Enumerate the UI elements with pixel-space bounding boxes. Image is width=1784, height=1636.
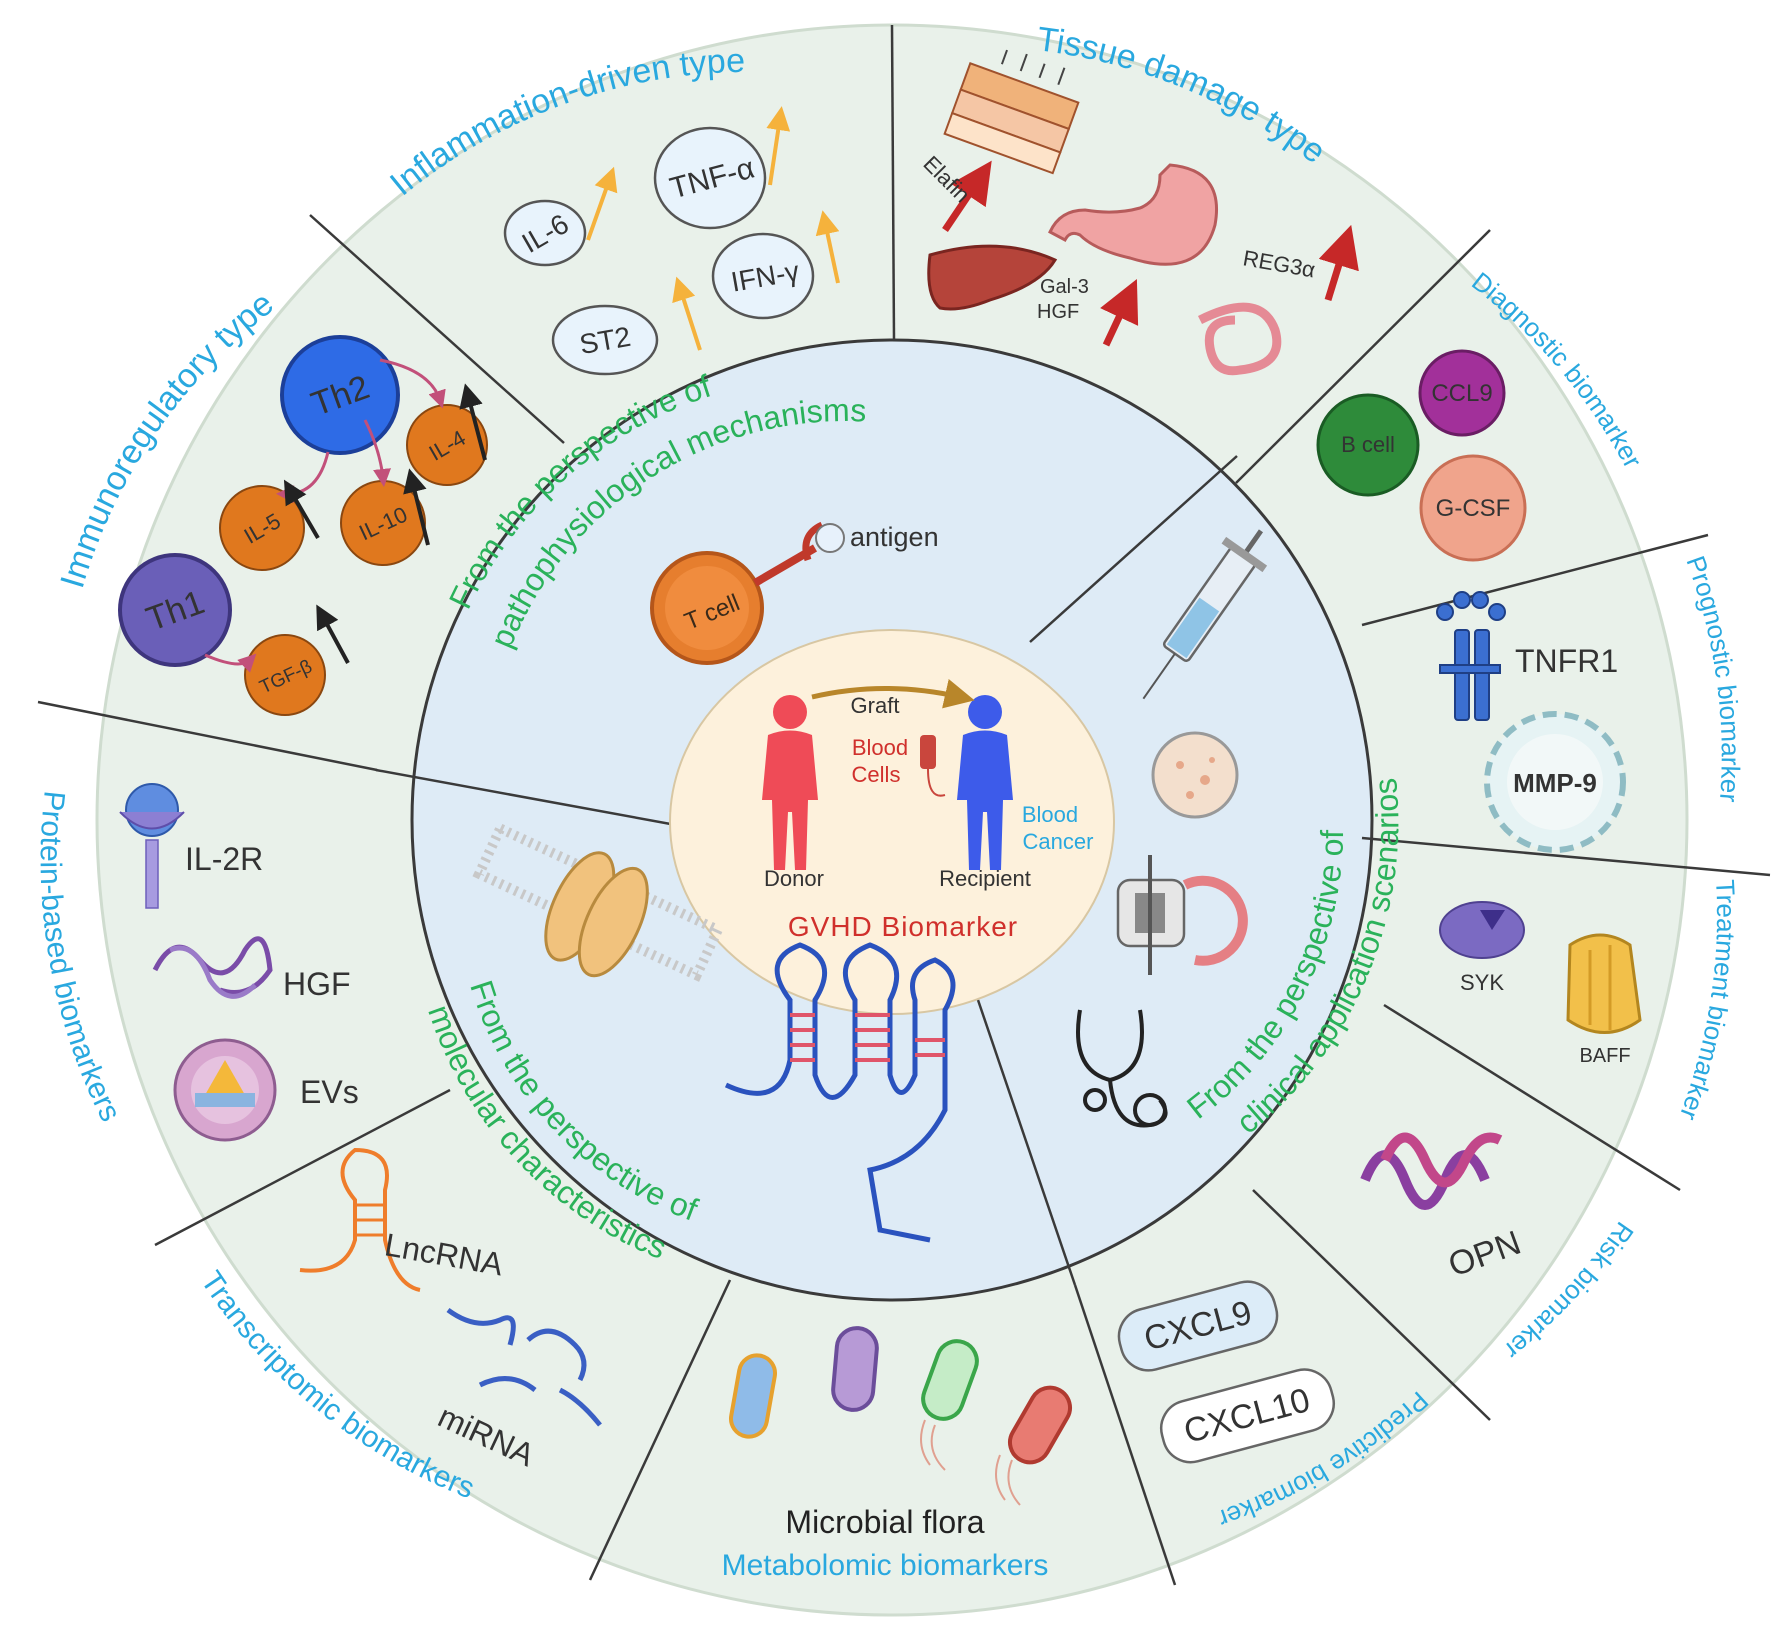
hgf-tissue-label: HGF: [1037, 301, 1079, 323]
mmp9-label: MMP-9: [1513, 768, 1597, 798]
il2r-receptor-icon: [119, 783, 185, 909]
ccl9-label: CCL9: [1431, 380, 1492, 407]
lncrna-icon: [299, 1147, 421, 1292]
b-cell-label: B cell: [1341, 432, 1395, 457]
bacteria-icons: [729, 1326, 1072, 1506]
liver-arrow: [1100, 278, 1139, 347]
prognostic-segment-title: Prognostic biomarker: [1680, 552, 1745, 804]
st2-bubble: [551, 304, 659, 376]
treatment-segment-title: Treatment biomarker: [1674, 879, 1741, 1125]
syringe-icon: [1142, 529, 1268, 700]
recipient-label: Recipient: [939, 866, 1031, 891]
hgf-protein-label: HGF: [283, 966, 351, 1002]
donor-label: Donor: [764, 866, 824, 891]
gal3-label: Gal-3: [1040, 276, 1089, 298]
inner-dividers: [375, 455, 1238, 1286]
blood-cells-label-2: Cells: [852, 762, 901, 787]
elafin-arrow: [942, 160, 992, 232]
rna-hairpin-icon: [724, 942, 956, 1243]
inflammation-markers: [503, 106, 840, 376]
core-title: GVHD Biomarker: [788, 911, 1018, 942]
graft-label: Graft: [851, 693, 900, 718]
blood-bag-icon: [920, 735, 946, 797]
il4-cell: [406, 404, 488, 486]
evs-icon: [173, 1038, 277, 1142]
b-cell-icon: [1316, 393, 1420, 497]
membrane-channel-icon: [472, 821, 725, 982]
syk-icon: [1439, 901, 1525, 959]
blood-cells-label-1: Blood: [852, 735, 908, 760]
blood-cancer-label-2: Cancer: [1023, 829, 1094, 854]
ccl9-icon: [1418, 349, 1506, 437]
skin-icon: [943, 49, 1080, 175]
outer-dividers: [37, 24, 1771, 1586]
intestine-icon: [1197, 302, 1282, 376]
mirna-icon: [446, 1307, 602, 1427]
ifn-bubble: [711, 232, 815, 320]
mmp9-icon: [1484, 711, 1626, 853]
liver-icon: [927, 244, 1058, 311]
hgf-protein-icon: [152, 936, 273, 999]
device-clamp-icon: [1116, 855, 1248, 975]
petri-dish-icon: [1151, 731, 1239, 819]
opn-protein-icon: [1360, 1132, 1503, 1210]
stomach-icon: [1048, 163, 1218, 266]
il5-cell: [219, 485, 305, 571]
tnfr1-receptor-icon: [1436, 591, 1506, 721]
il6-bubble: [503, 199, 587, 267]
immune-cells: [118, 335, 488, 716]
baff-icon: [1566, 933, 1642, 1034]
antigen-label: antigen: [850, 522, 939, 552]
baff-label: BAFF: [1579, 1045, 1630, 1067]
gcsf-icon: [1419, 454, 1527, 562]
microbial-flora-label: Microbial flora: [785, 1504, 984, 1540]
cxcl9-box: [1117, 1280, 1279, 1372]
gcsf-label: G-CSF: [1436, 495, 1511, 522]
th1-cell: [118, 553, 232, 667]
reg3a-arrow: [1318, 224, 1359, 302]
metabolomic-segment-title: Metabolomic biomarkers: [722, 1549, 1049, 1582]
blood-cancer-label-1: Blood: [1022, 802, 1078, 827]
tnf-bubble: [653, 126, 767, 230]
th2-cell: [280, 335, 400, 455]
graft-arrow: [811, 679, 975, 709]
syk-label: SYK: [1460, 970, 1504, 995]
cxcl10-box: [1159, 1368, 1335, 1464]
stethoscope-icon: [1076, 1009, 1168, 1128]
evs-label: EVs: [300, 1074, 359, 1110]
tnfr1-label: TNFR1: [1515, 643, 1618, 679]
tgfb-cell: [244, 634, 326, 716]
donor-figure: [762, 695, 818, 870]
recipient-figure: [957, 695, 1013, 870]
t-cell-icon: [650, 521, 845, 665]
il2r-label: IL-2R: [185, 841, 263, 877]
